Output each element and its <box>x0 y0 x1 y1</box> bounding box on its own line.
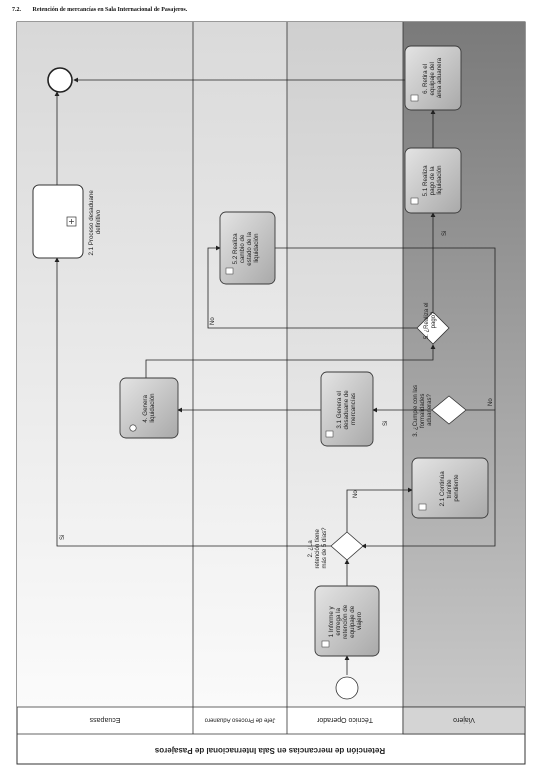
task-label-line: 1 Informe y <box>328 605 335 637</box>
user-task-icon <box>418 503 427 511</box>
task-label-line: 6. Retira el <box>422 64 429 94</box>
service-task-gear-icon <box>129 424 137 432</box>
task-label-line: 3.1 Genera el <box>336 391 343 429</box>
task-label-line: estado de la <box>246 231 253 265</box>
task-label-line: entrega la <box>335 608 342 636</box>
task-label-line: 2.1 Continúa <box>439 471 446 507</box>
user-task-icon <box>225 267 234 275</box>
task-label-line: pago de la <box>429 166 436 195</box>
user-task-icon <box>410 197 419 205</box>
svg-text:5.1 Realiza pago de la: 5.1 Realiza pago de la liquidación <box>422 164 443 197</box>
task-label-line: pendiente <box>453 474 460 502</box>
lane-jefe-bg <box>193 22 287 707</box>
svg-text:5. ¿Realiza el pago?: 5. ¿Realiza el pago? <box>424 301 437 339</box>
flow-label-si-g2: Si <box>383 421 389 426</box>
task-informe-entrega: 1 Informe y entrega la retención de equi… <box>314 585 380 657</box>
user-task-icon <box>410 94 419 102</box>
task-label-line: trámite <box>446 479 453 498</box>
gateway-label-line: retención tiene <box>315 529 321 569</box>
lane-ecuapass-bg <box>17 22 193 707</box>
section-title: Retención de mercancías en Sala Internac… <box>32 7 188 13</box>
gateway-diamond-icon <box>431 395 467 425</box>
task-label-line: 5.2 Realiza <box>232 233 239 265</box>
end-event-icon <box>47 67 73 93</box>
subprocess-label-line: definitivo <box>95 209 102 234</box>
svg-text:4. Genera liquidación: 4. Genera liquidación <box>142 393 156 423</box>
flow-label-no-g3: No <box>210 317 216 325</box>
gateway-label-line: formalidades <box>420 394 426 428</box>
lane-label-jefe: Jefe de Proceso Aduanero <box>204 716 275 722</box>
svg-text:3.1 Genera el desaduane: 3.1 Genera el desaduane de mercancías <box>336 389 357 430</box>
svg-text:2.1 Proceso desaduane de: 2.1 Proceso desaduane definitivo <box>88 188 102 255</box>
subprocess-desaduane-definitivo: 2.1 Proceso desaduane definitivo <box>32 184 102 259</box>
task-label-line: liquidación <box>149 393 156 423</box>
section-heading: 7.2. Retención de mercancías en Sala Int… <box>12 7 187 13</box>
task-retira-equipaje: 6. Retira el equipaje del área aduanera <box>404 45 462 111</box>
start-event-icon <box>335 676 359 700</box>
task-label-line: área aduanera <box>436 57 443 98</box>
flow-label-si-g3: Si <box>442 231 448 236</box>
gateway-diamond-icon <box>330 531 364 561</box>
svg-text:2. ¿La retención tiene: 2. ¿La retención tiene más de 5 días? <box>308 527 328 569</box>
user-task-icon <box>321 640 330 648</box>
task-label-line: mercancías <box>350 393 357 425</box>
lane-label-tecnico: Técnico Operador <box>316 716 373 723</box>
gateway-label-line: aduaneras? <box>427 393 433 425</box>
task-label-line: desaduane de <box>343 390 350 430</box>
task-label-line: equipaje de <box>349 605 356 638</box>
flow-label-no-g1: No <box>353 490 359 498</box>
gateway-label-line: 5. ¿Realiza el <box>424 302 430 339</box>
gateway-retention-days: 2. ¿La retención tiene más de 5 días? <box>308 527 364 569</box>
lane-label-viajero: Viajero <box>453 716 475 723</box>
task-label-line: liquidación <box>436 165 443 195</box>
task-pago-liquidacion: 5.1 Realiza pago de la liquidación <box>404 147 462 214</box>
task-label-line: equipaje del <box>429 62 436 95</box>
svg-text:1 Informe y entrega la: 1 Informe y entrega la retención de equi… <box>328 603 363 639</box>
task-label-line: 4. Genera <box>142 395 149 423</box>
lane-label-ecuapass: Ecuapass <box>89 716 120 723</box>
lane-viajero-bg <box>403 22 525 707</box>
gateway-payment: 5. ¿Realiza el pago? <box>416 301 450 345</box>
pool-title: Retención de mercancías en Sala Internac… <box>154 746 385 755</box>
subprocess-label-line: 2.1 Proceso desaduane <box>88 190 95 256</box>
task-genera-desaduane: 3.1 Genera el desaduane de mercancías <box>320 371 374 447</box>
svg-text:6. Retira el equipaje de: 6. Retira el equipaje del área aduanera <box>422 57 443 98</box>
gateway-label-line: 2. ¿La <box>308 540 314 558</box>
task-label-line: cambio de <box>239 234 246 263</box>
gateway-label-line: más de 5 días? <box>322 527 328 569</box>
gateway-label-line: 3. ¿Cumple con las <box>413 385 419 437</box>
svg-text:5.2 Realiza cambio de: 5.2 Realiza cambio de estado de la liqui… <box>232 230 260 265</box>
svg-text:3. ¿Cumple con las forma: 3. ¿Cumple con las formalidades aduanera… <box>413 383 433 436</box>
user-task-icon <box>325 430 334 438</box>
gateway-label-line: pago? <box>431 311 437 328</box>
flow-label-si-g1: Si <box>60 535 66 540</box>
svg-text:2.1 Continúa trámite: 2.1 Continúa trámite pendiente <box>439 470 460 507</box>
task-label-line: retención de <box>342 604 349 639</box>
task-cambio-estado: 5.2 Realiza cambio de estado de la liqui… <box>219 211 276 285</box>
task-continua-tramite: 2.1 Continúa trámite pendiente <box>411 457 489 519</box>
section-number: 7.2. <box>12 7 21 13</box>
gateway-diamond-icon <box>416 311 450 345</box>
gateway-formalities: 3. ¿Cumple con las formalidades aduanera… <box>413 383 467 437</box>
task-genera-liquidacion: 4. Genera liquidación <box>119 377 179 439</box>
flow-label-no-g2: No <box>488 398 494 406</box>
task-label-line: viajero <box>356 611 363 630</box>
task-label-line: 5.1 Realiza <box>422 165 429 197</box>
task-label-line: liquidación <box>253 233 260 263</box>
